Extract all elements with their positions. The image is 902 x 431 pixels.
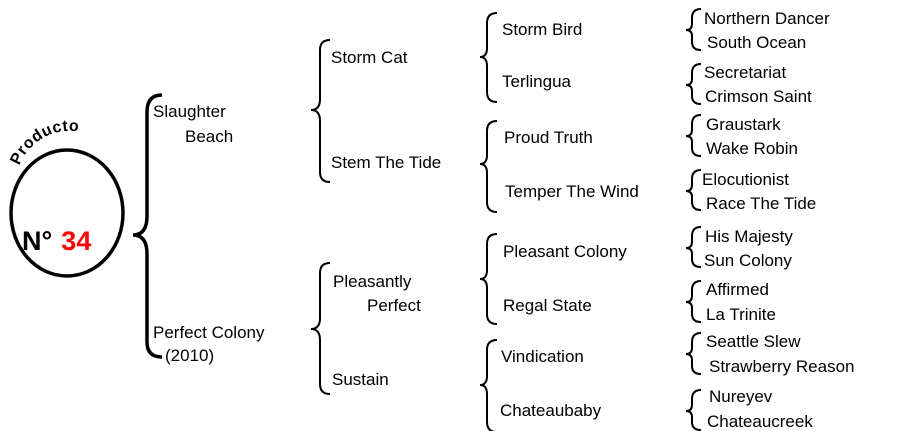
sdsd-name: Wake Robin xyxy=(706,139,798,158)
sddd-name: Race The Tide xyxy=(706,194,816,213)
badge-number-prefix: N° xyxy=(22,226,52,256)
dsds-name: Affirmed xyxy=(706,280,769,299)
dsd-name: Regal State xyxy=(503,296,592,315)
ddd-level4-brace xyxy=(685,389,702,431)
sire-name-line1: Slaughter xyxy=(153,102,226,121)
dssd-name: Sun Colony xyxy=(704,251,792,270)
product-badge: Producto N°34 xyxy=(7,118,125,278)
sds-name: Proud Truth xyxy=(504,128,593,147)
dsdd-name: La Trinite xyxy=(706,305,776,324)
ddd-name: Chateaubaby xyxy=(500,401,602,420)
ds-level3-brace xyxy=(479,233,498,325)
sire-sire-name: Storm Cat xyxy=(331,48,408,67)
dds-name: Vindication xyxy=(501,347,584,366)
sire-name-line2: Beach xyxy=(185,127,233,146)
dss-level4-brace xyxy=(685,226,702,268)
ssd-level4-brace xyxy=(685,63,702,105)
sd-level3-brace xyxy=(479,120,498,213)
sire-level2-brace xyxy=(310,39,331,183)
dam-level2-brace xyxy=(310,262,331,395)
dsss-name: His Majesty xyxy=(705,227,793,246)
dam-sire-name-line1: Pleasantly xyxy=(333,272,412,291)
dam-name-line1: Perfect Colony xyxy=(153,323,265,342)
ddds-name: Nureyev xyxy=(709,387,773,406)
ssds-name: Secretariat xyxy=(704,63,786,82)
sdd-name: Temper The Wind xyxy=(505,182,639,201)
ssd-name: Terlingua xyxy=(502,72,572,91)
ss-level3-brace xyxy=(479,12,498,103)
sire-dam-name: Stem The Tide xyxy=(331,153,441,172)
ssdd-name: Crimson Saint xyxy=(705,87,812,106)
dds-level4-brace xyxy=(685,332,702,375)
sss-level4-brace xyxy=(685,8,702,51)
dam-sire-name-line2: Perfect xyxy=(367,296,421,315)
sdds-name: Elocutionist xyxy=(702,170,789,189)
badge-number-label: N° 34 xyxy=(22,226,91,256)
badge-oval xyxy=(9,148,125,278)
dam-dam-name: Sustain xyxy=(332,370,389,389)
ssss-name: Northern Dancer xyxy=(704,9,830,28)
dam-name-line2: (2010) xyxy=(165,346,214,365)
sdd-level4-brace xyxy=(685,169,702,211)
dddd-name: Chateaucreek xyxy=(707,412,813,431)
sds-level4-brace xyxy=(685,114,702,157)
level1-brace xyxy=(132,93,163,359)
dsd-level4-brace xyxy=(685,280,702,323)
sss-name: Storm Bird xyxy=(502,20,582,39)
sssd-name: South Ocean xyxy=(707,33,806,52)
ddsd-name: Strawberry Reason xyxy=(709,357,855,376)
badge-number: 34 xyxy=(61,226,91,256)
ddss-name: Seattle Slew xyxy=(706,332,801,351)
dd-level3-brace xyxy=(479,339,498,431)
dss-name: Pleasant Colony xyxy=(503,242,627,261)
sdss-name: Graustark xyxy=(706,115,781,134)
